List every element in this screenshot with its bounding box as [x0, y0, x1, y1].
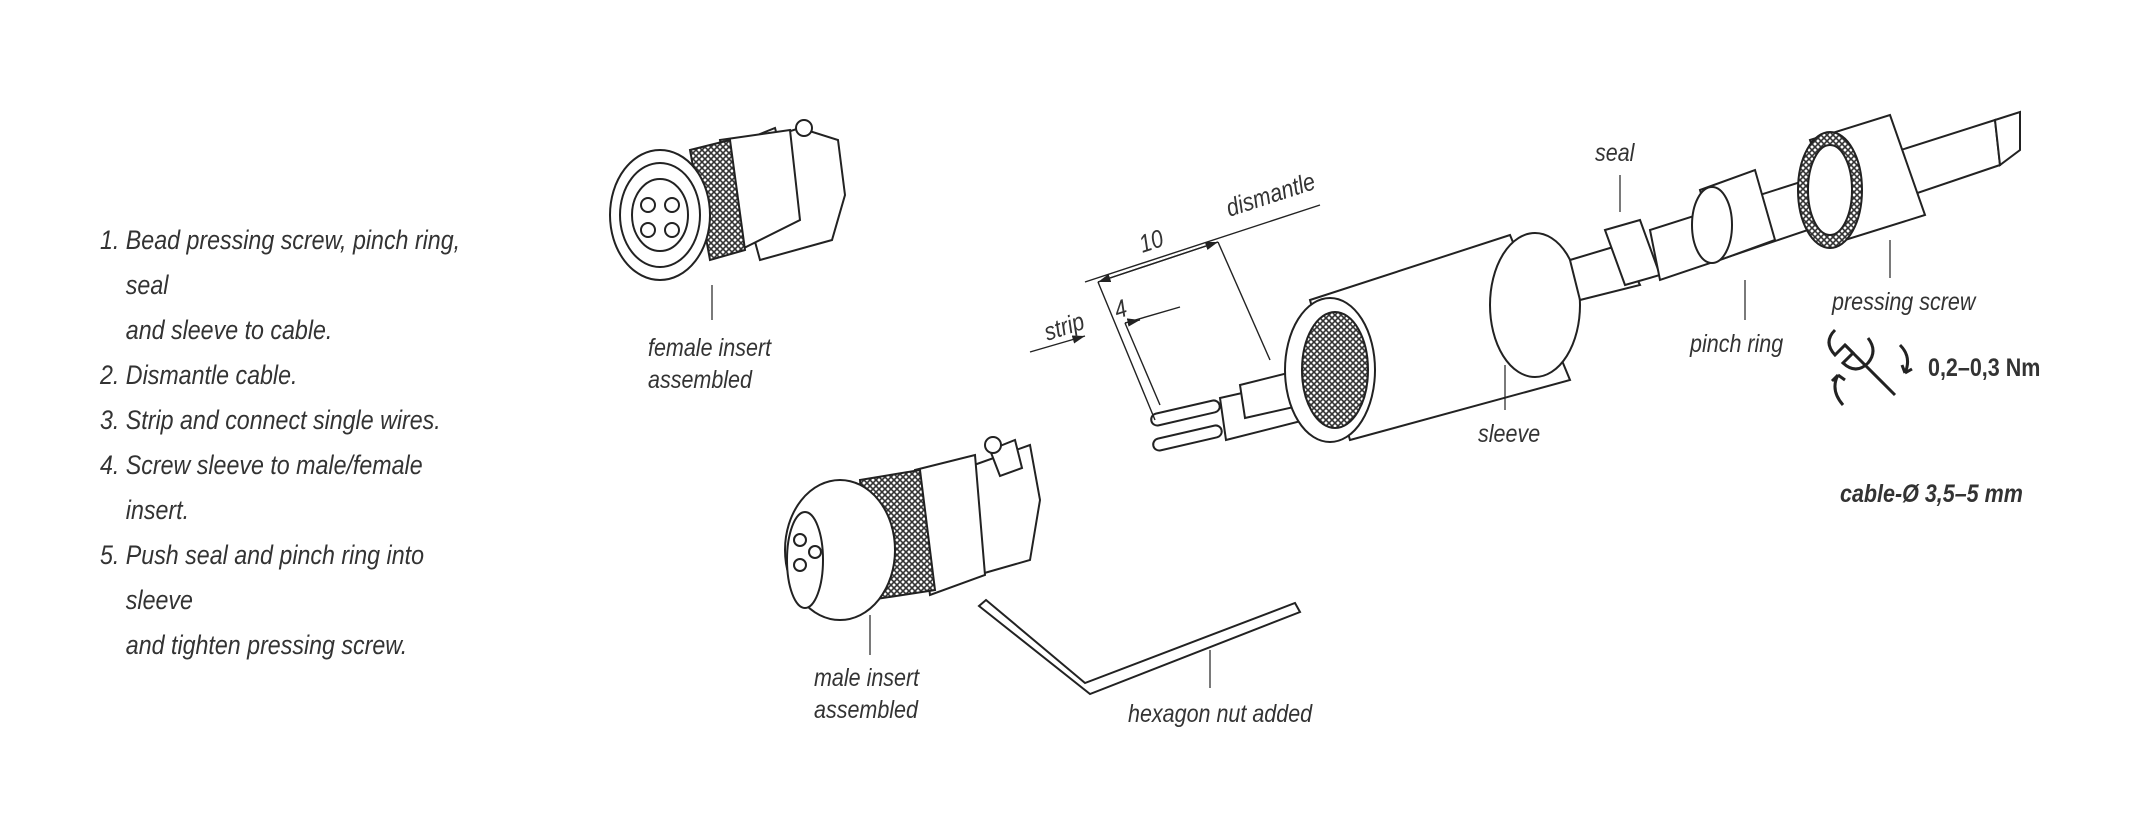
step-text-continued: and sleeve to cable.: [125, 315, 333, 345]
label-pressing-screw: pressing screw: [1832, 288, 1976, 316]
step-text: Screw sleeve to male/female insert.: [125, 450, 423, 525]
label-line: male insert: [814, 664, 920, 692]
label-seal: seal: [1595, 139, 1635, 167]
pressing-screw: [1797, 113, 1927, 278]
step-text: Dismantle cable.: [125, 360, 298, 390]
label-pinch-ring: pinch ring: [1690, 330, 1784, 358]
label-line: female insert: [648, 334, 772, 362]
instruction-step-2: 2. Dismantle cable.: [100, 353, 478, 398]
assembly-instructions: 1. Bead pressing screw, pinch ring, seal…: [100, 218, 478, 668]
hexagon-key: [977, 598, 1302, 696]
step-text: Strip and connect single wires.: [125, 405, 441, 435]
sleeve: [1284, 232, 1581, 443]
label-male-insert: male insert assembled: [814, 662, 919, 726]
dimension-lines: [1029, 204, 1321, 421]
female-insert: [609, 119, 847, 320]
label-line: assembled: [814, 696, 918, 724]
instruction-step-5: 5. Push seal and pinch ring into sleeve …: [100, 533, 478, 668]
label-torque: 0,2–0,3 Nm: [1928, 354, 2041, 382]
instruction-step-3: 3. Strip and connect single wires.: [100, 398, 478, 443]
step-text: Push seal and pinch ring into sleeve: [125, 540, 424, 615]
instruction-step-1: 1. Bead pressing screw, pinch ring, seal…: [100, 218, 478, 353]
label-sleeve: sleeve: [1478, 420, 1541, 448]
step-text-continued: and tighten pressing screw.: [125, 630, 408, 660]
wrench-torque-icon: [1827, 328, 1913, 406]
label-cable-diameter: cable-Ø 3,5–5 mm: [1840, 480, 2023, 508]
instruction-step-4: 4. Screw sleeve to male/female insert.: [100, 443, 478, 533]
label-line: assembled: [648, 366, 752, 394]
label-female-insert: female insert assembled: [648, 332, 771, 396]
seal: [1568, 175, 1662, 302]
step-number: 1.: [100, 225, 120, 255]
step-number: 2.: [100, 360, 120, 390]
pinch-ring: [1691, 168, 1777, 320]
step-number: 4.: [100, 450, 120, 480]
step-number: 5.: [100, 540, 120, 570]
label-hexagon-nut: hexagon nut added: [1128, 700, 1313, 728]
step-text: Bead pressing screw, pinch ring, seal: [125, 225, 461, 300]
male-insert: [784, 436, 1042, 655]
step-number: 3.: [100, 405, 120, 435]
